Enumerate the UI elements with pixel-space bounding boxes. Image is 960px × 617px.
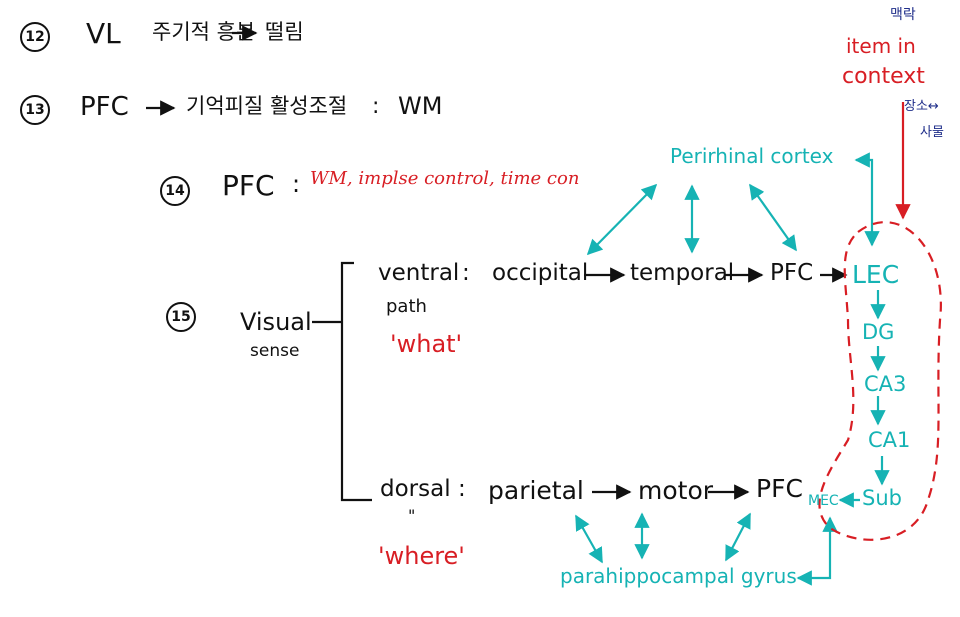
item-13-desc: 기억피질 활성조절 (186, 94, 348, 118)
note-korean-top: 맥락 (890, 7, 916, 23)
arrow-perirhinal-occipital (586, 183, 658, 256)
bracket (340, 261, 372, 502)
dorsal-node-parietal: parietal (488, 476, 584, 505)
visual-label: Visual (240, 308, 312, 336)
ventral-tag: 'what' (390, 330, 463, 358)
dorsal-tag: 'where' (378, 542, 465, 570)
item-14-result: WM, implse control, time con (310, 168, 580, 189)
item-12-result: 떨림 (265, 20, 304, 44)
hippocampus-dashed-boundary (818, 221, 942, 541)
dorsal-label: dorsal (380, 476, 451, 502)
dorsal-sep: : (458, 476, 466, 502)
arrow-perirhinal-lec (854, 152, 880, 247)
arrow-perirhinal-pfc (749, 183, 797, 252)
item-13-sep: : (372, 94, 380, 119)
hippo-node-ca1: CA1 (868, 428, 911, 452)
dorsal-sublabel: " (408, 506, 416, 525)
hippo-node-sub: Sub (862, 486, 902, 510)
hippo-node-ca3: CA3 (864, 372, 907, 396)
ventral-sep: : (462, 260, 470, 286)
parahippocampal-gyrus-label: parahippocampal gyrus (560, 564, 797, 588)
visual-sublabel: sense (250, 341, 300, 361)
dorsal-node-pfc: PFC (756, 474, 803, 503)
arrow-parahippo-mec (796, 516, 838, 586)
arrow-parahippo-pfc (725, 512, 751, 562)
note-korean-side-1: 장소↔ (904, 99, 939, 114)
item-number-15: 15 (166, 302, 196, 332)
ventral-node-occipital: occipital (492, 260, 589, 286)
ventral-node-temporal: temporal (630, 260, 735, 286)
hippo-node-dg: DG (862, 320, 895, 344)
ventral-label: ventral (378, 260, 460, 286)
note-context: context (842, 64, 925, 89)
item-13-result: WM (398, 92, 443, 120)
hippo-node-mec: MEC (808, 493, 839, 509)
note-item-in: item in (846, 34, 916, 58)
item-14-sep: : (292, 170, 301, 198)
ventral-sublabel: path (386, 296, 427, 317)
dorsal-node-motor: motor (638, 476, 714, 505)
item-number-12: 12 (20, 22, 50, 52)
item-number-14: 14 (160, 176, 190, 206)
item-12-desc: 주기적 흥분 (152, 20, 256, 44)
hippo-node-lec: LEC (852, 260, 900, 289)
item-number-13: 13 (20, 95, 50, 125)
item-14-subject: PFC (222, 169, 275, 202)
item-13-subject: PFC (80, 92, 129, 122)
ventral-node-pfc: PFC (770, 260, 814, 286)
perirhinal-cortex-label: Perirhinal cortex (670, 144, 834, 168)
note-korean-side-2: 사물 (920, 125, 944, 140)
item-12-subject: VL (86, 17, 121, 50)
arrow-parahippo-parietal (575, 514, 603, 564)
